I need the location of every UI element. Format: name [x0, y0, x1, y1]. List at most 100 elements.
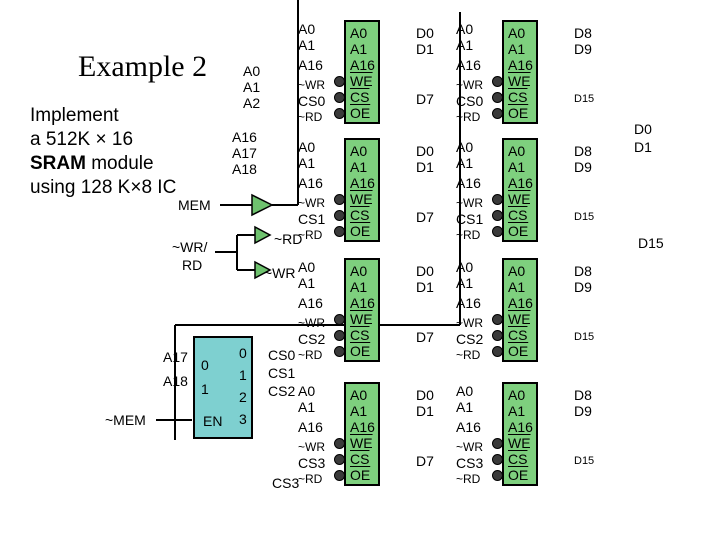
- chip-pin-a0: A0: [508, 263, 526, 279]
- signal-a16: A16: [232, 129, 257, 145]
- inversion-bubble: [334, 194, 345, 205]
- chip-pin-cs: CS: [350, 327, 370, 343]
- mem-buffer-triangle: [251, 193, 274, 217]
- chip-input-a16-r2c1: A16: [456, 295, 481, 311]
- decoder-enable: EN: [203, 413, 223, 429]
- chip-input-a16-r3c0: A16: [298, 419, 323, 435]
- inversion-bubble: [334, 454, 345, 465]
- chip-pin-a0: A0: [350, 387, 368, 403]
- description-line-2: a 512K × 16: [30, 129, 134, 150]
- signal-wr-rd-1: ~WR/: [172, 239, 208, 255]
- chip-input-a1-r1c0: A1: [298, 155, 316, 171]
- chip-pin-we: WE: [350, 311, 373, 327]
- chip-input-rd-r3c1: ~RD: [456, 472, 481, 486]
- chip-input-cs-r2c1: CS2: [456, 331, 484, 347]
- chip-pin-a1: A1: [508, 279, 526, 295]
- inversion-bubble: [492, 108, 503, 119]
- chip-data-d15-r1c1: D15: [574, 211, 595, 223]
- chip-data-d7-r0c0: D7: [416, 91, 434, 107]
- chip-data-d8-r2c1: D8: [574, 263, 592, 279]
- chip-input-wr-r3c1: ~WR: [456, 440, 483, 454]
- decoder-output-3: 3: [239, 411, 247, 427]
- chip-pin-a1: A1: [350, 403, 368, 419]
- description-module: module: [85, 153, 154, 174]
- signal-not-wr: ~WR: [264, 265, 296, 281]
- inversion-bubble: [492, 346, 503, 357]
- chip-pin-cs: CS: [508, 207, 528, 223]
- decoder-cs2: CS2: [268, 383, 296, 399]
- chip-input-a1-r2c1: A1: [456, 275, 474, 291]
- chip-data-d15-r2c1: D15: [574, 331, 595, 343]
- chip-input-cs-r1c1: CS1: [456, 211, 484, 227]
- signal-not-mem: ~MEM: [105, 412, 146, 428]
- chip-input-cs-r0c0: CS0: [298, 93, 326, 109]
- inversion-bubble: [492, 210, 503, 221]
- description-sram: SRAM: [30, 153, 86, 174]
- signal-a0: A0: [243, 63, 261, 79]
- decoder-output-1: 1: [239, 367, 247, 383]
- chip-input-a0-r1c1: A0: [456, 139, 474, 155]
- chip-pin-a0: A0: [350, 25, 368, 41]
- chip-input-cs-r3c0: CS3: [298, 455, 326, 471]
- chip-input-rd-r2c0: ~RD: [298, 348, 323, 362]
- decoder-cs1: CS1: [268, 365, 296, 381]
- chip-input-a0-r0c0: A0: [298, 21, 316, 37]
- chip-pin-cs: CS: [350, 89, 370, 105]
- chip-pin-a16: A16: [508, 419, 533, 435]
- chip-pin-a1: A1: [350, 279, 368, 295]
- wr-buffer-triangle: [254, 260, 272, 280]
- chip-input-rd-r1c1: ~RD: [456, 228, 481, 242]
- inversion-bubble: [334, 108, 345, 119]
- chip-input-a1-r0c1: A1: [456, 37, 474, 53]
- chip-input-a1-r1c1: A1: [456, 155, 474, 171]
- decoder-2to4: 0 1 EN 0 1 2 3: [193, 336, 253, 439]
- decoder-input-a18: A18: [163, 373, 188, 389]
- chip-input-cs-r1c0: CS1: [298, 211, 326, 227]
- inversion-bubble: [492, 438, 503, 449]
- chip-input-a0-r2c0: A0: [298, 259, 316, 275]
- chip-pin-we: WE: [508, 191, 531, 207]
- bus-label-d1: D1: [634, 139, 652, 155]
- chip-input-rd-r1c0: ~RD: [298, 228, 323, 242]
- chip-pin-we: WE: [350, 73, 373, 89]
- inversion-bubble: [334, 346, 345, 357]
- chip-input-a0-r1c0: A0: [298, 139, 316, 155]
- chip-pin-a0: A0: [508, 25, 526, 41]
- inversion-bubble: [334, 438, 345, 449]
- chip-pin-a0: A0: [508, 387, 526, 403]
- page-title: Example 2: [78, 50, 208, 83]
- chip-data-d9-r3c1: D9: [574, 403, 592, 419]
- chip-data-d7-r1c0: D7: [416, 209, 434, 225]
- chip-data-d0-r1c0: D0: [416, 143, 434, 159]
- inversion-bubble: [334, 314, 345, 325]
- chip-pin-a1: A1: [508, 41, 526, 57]
- chip-input-cs-r3c1: CS3: [456, 455, 484, 471]
- chip-data-d1-r0c0: D1: [416, 41, 434, 57]
- inversion-bubble: [334, 76, 345, 87]
- description-line-4: using 128 K×8 IC: [30, 177, 177, 198]
- chip-input-a16-r3c1: A16: [456, 419, 481, 435]
- bus-label-d15: D15: [638, 235, 664, 251]
- decoder-index-0: 0: [201, 357, 209, 373]
- chip-pin-a0: A0: [350, 263, 368, 279]
- inversion-bubble: [492, 314, 503, 325]
- chip-pin-a16: A16: [508, 57, 533, 73]
- chip-input-a16-r0c1: A16: [456, 57, 481, 73]
- chip-input-a0-r0c1: A0: [456, 21, 474, 37]
- inversion-bubble: [492, 76, 503, 87]
- chip-input-wr-r1c1: ~WR: [456, 196, 483, 210]
- chip-pin-a16: A16: [350, 57, 375, 73]
- inversion-bubble: [334, 470, 345, 481]
- chip-input-rd-r0c1: ~RD: [456, 110, 481, 124]
- chip-pin-cs: CS: [350, 207, 370, 223]
- chip-pin-cs: CS: [508, 327, 528, 343]
- decoder-input-a17: A17: [163, 349, 188, 365]
- chip-input-wr-r2c1: ~WR: [456, 316, 483, 330]
- chip-input-cs-r0c1: CS0: [456, 93, 484, 109]
- chip-pin-a1: A1: [350, 159, 368, 175]
- description-line-1: Implement: [30, 105, 119, 126]
